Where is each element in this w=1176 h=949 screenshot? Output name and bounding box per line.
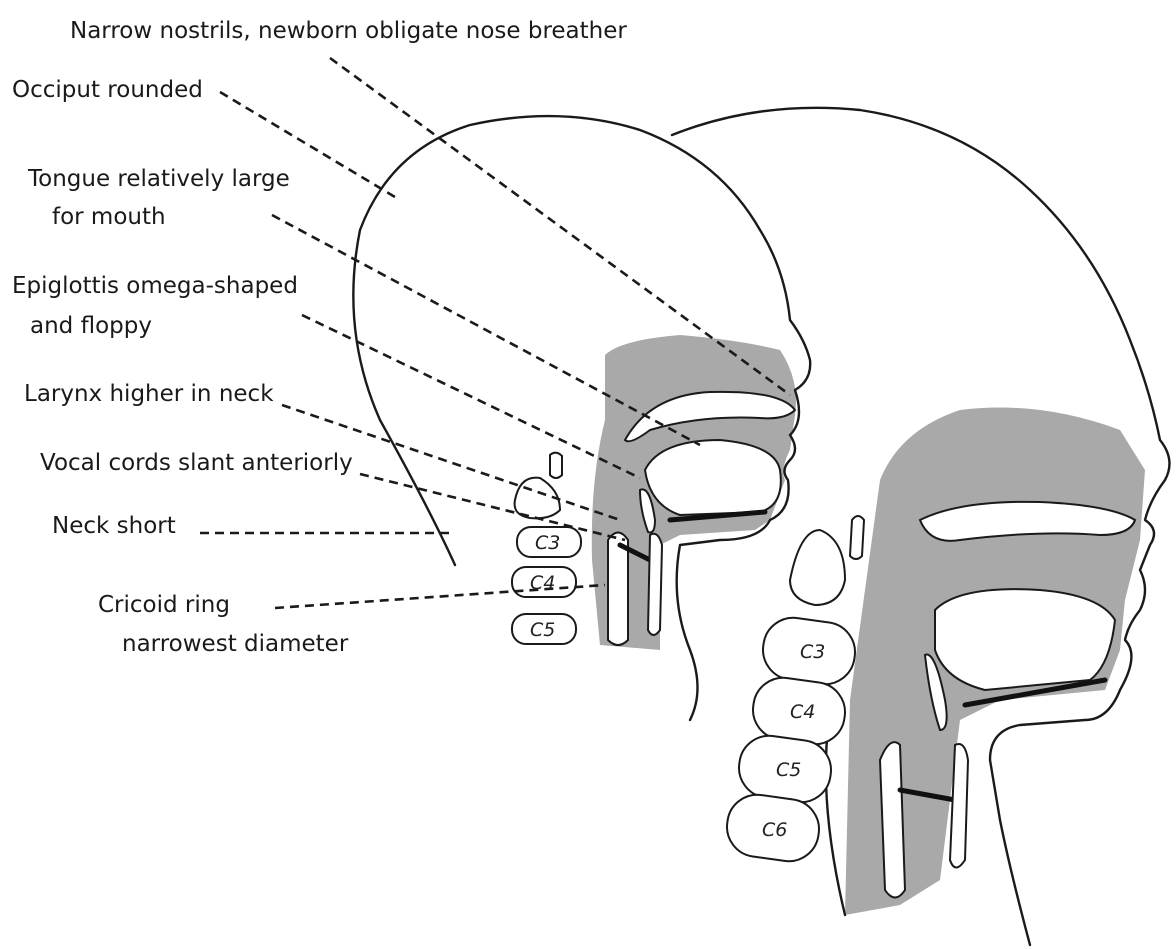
adult-posterior-bone-1 xyxy=(790,530,845,605)
label-cricoid-line1: Cricoid ring xyxy=(98,592,230,618)
label-epiglottis-line2: and floppy xyxy=(30,313,152,339)
adult-posterior-bone-2 xyxy=(850,516,864,559)
infant-vertebra-c4: C4 xyxy=(512,567,576,597)
infant-cartilage-ring xyxy=(648,534,662,635)
adult-vertebrae: C3 C4 C5 C6 xyxy=(723,614,859,865)
label-nostrils: Narrow nostrils, newborn obligate nose b… xyxy=(70,18,627,44)
leader-nostrils xyxy=(330,58,790,395)
label-tongue-line2: for mouth xyxy=(52,204,166,230)
label-larynx: Larynx higher in neck xyxy=(24,381,274,407)
infant-oral-cavity xyxy=(645,440,781,515)
label-cricoid-line2: narrowest diameter xyxy=(122,631,349,657)
infant-vertebra-c3: C3 xyxy=(517,527,581,557)
infant-vertebra-c5: C5 xyxy=(512,614,576,644)
infant-vertebrae: C3 C4 C5 xyxy=(512,527,581,644)
label-neck: Neck short xyxy=(52,513,176,539)
svg-text:C5: C5 xyxy=(530,619,555,641)
infant-posterior-bone-2 xyxy=(550,453,562,478)
callout-labels: Narrow nostrils, newborn obligate nose b… xyxy=(12,18,627,657)
svg-text:C5: C5 xyxy=(776,759,801,781)
adult-oral-cavity xyxy=(935,589,1115,690)
leader-tongue xyxy=(272,215,700,445)
label-tongue-line1: Tongue relatively large xyxy=(27,166,290,192)
svg-text:C3: C3 xyxy=(535,532,560,554)
infant-head xyxy=(353,116,810,720)
adult-trachea xyxy=(880,742,905,897)
svg-text:C3: C3 xyxy=(800,641,825,663)
label-epiglottis-line1: Epiglottis omega-shaped xyxy=(12,273,298,299)
adult-vertebra-c3: C3 xyxy=(759,614,859,688)
label-occiput: Occiput rounded xyxy=(12,77,203,103)
svg-text:C4: C4 xyxy=(790,701,815,723)
label-vocal-cords: Vocal cords slant anteriorly xyxy=(40,450,353,476)
svg-text:C6: C6 xyxy=(762,819,787,841)
